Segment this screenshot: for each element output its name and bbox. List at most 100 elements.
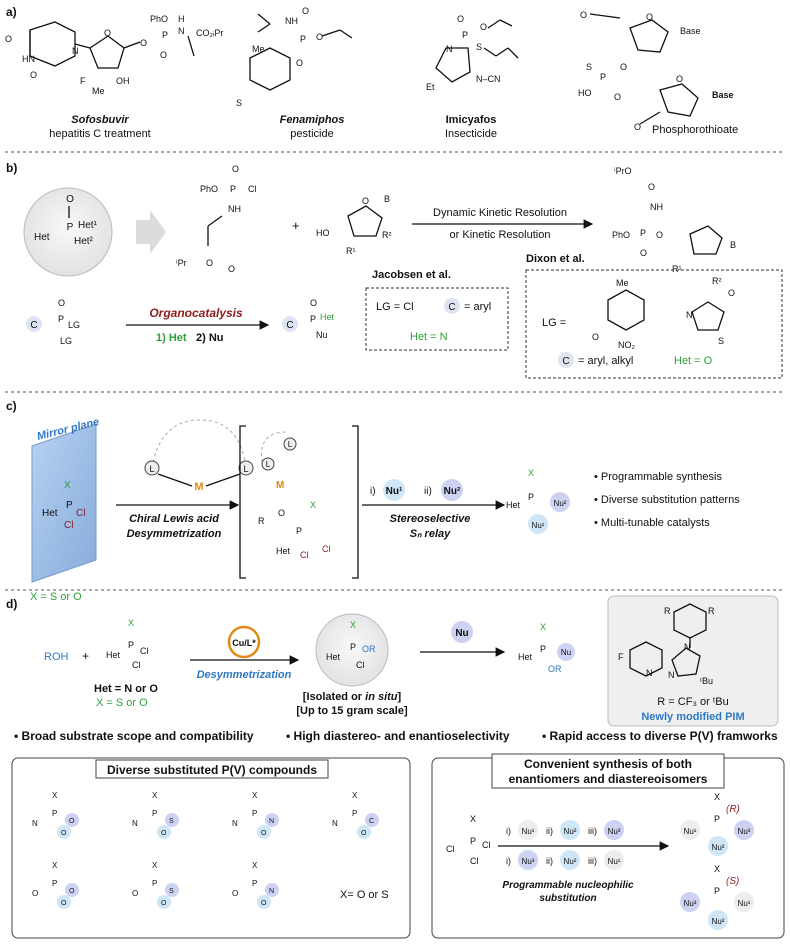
- pcl3-start: X P Cl Cl Cl: [446, 814, 491, 866]
- nu2-label: Nu²: [444, 486, 461, 497]
- svg-text:O: O: [104, 28, 111, 38]
- svg-text:O: O: [296, 58, 303, 68]
- final-product-d: X P Het Nu OR: [518, 622, 575, 674]
- r2-step3: iii): [588, 856, 597, 866]
- svg-text:Cl: Cl: [132, 660, 141, 670]
- het-eq-d: Het = N or O: [94, 683, 158, 695]
- svg-text:Cl: Cl: [322, 544, 331, 554]
- svg-text:O: O: [480, 22, 487, 32]
- svg-text:O: O: [58, 298, 65, 308]
- svg-text:P: P: [67, 222, 74, 233]
- svg-text:N: N: [32, 819, 38, 828]
- svg-text:(S): (S): [726, 876, 739, 887]
- svg-text:X: X: [714, 792, 720, 802]
- svg-text:LG: LG: [68, 320, 80, 330]
- svg-text:P: P: [600, 72, 606, 82]
- mono-substituted-intermediate: X P Het OR Cl: [315, 613, 389, 687]
- svg-text:Het: Het: [42, 508, 58, 519]
- svg-text:(R): (R): [726, 804, 740, 815]
- svg-text:O: O: [5, 34, 12, 44]
- r2-step1: i): [506, 856, 511, 866]
- svg-text:Het: Het: [326, 652, 341, 662]
- svg-text:ⁱPrO: ⁱPrO: [614, 166, 632, 176]
- bullet-c-3: • Multi-tunable catalysts: [594, 517, 710, 529]
- svg-text:O: O: [640, 248, 647, 258]
- svg-text:X: X: [352, 791, 358, 800]
- svg-text:S: S: [169, 818, 174, 825]
- svg-text:Et: Et: [426, 82, 435, 92]
- r1-step2: ii): [546, 826, 553, 836]
- svg-text:P: P: [300, 34, 306, 44]
- svg-text:Cl: Cl: [248, 184, 257, 194]
- svg-text:X: X: [52, 861, 58, 870]
- svg-text:X: X: [152, 791, 158, 800]
- svg-text:O: O: [261, 830, 267, 837]
- svg-text:R = CF₃ or ᵗBu: R = CF₃ or ᵗBu: [657, 696, 728, 708]
- r2-step2: ii): [546, 856, 553, 866]
- svg-text:O: O: [161, 830, 167, 837]
- svg-text:P: P: [252, 809, 257, 818]
- dixon-aryl-lg: Me O NO₂: [592, 278, 645, 350]
- organo-title: Organocatalysis: [149, 306, 243, 320]
- svg-text:N: N: [269, 888, 274, 895]
- svg-text:OR: OR: [548, 664, 562, 674]
- svg-text:P: P: [462, 30, 468, 40]
- svg-text:HN: HN: [22, 54, 35, 64]
- svg-text:R: R: [258, 516, 265, 526]
- reagent-1: O PhO P Cl NH ⁱPr O O: [176, 164, 257, 274]
- svg-text:Cl: Cl: [470, 856, 479, 866]
- svg-text:P: P: [528, 492, 534, 502]
- svg-text:P: P: [540, 644, 546, 654]
- svg-text:O: O: [302, 6, 309, 16]
- svg-text:O: O: [69, 888, 75, 895]
- svg-text:P: P: [152, 879, 157, 888]
- x-o-or-s: X= O or S: [340, 889, 389, 901]
- svg-text:P: P: [230, 184, 236, 194]
- transition-state: L L M X R O P Het Cl Cl: [239, 425, 359, 579]
- svg-text:Cl: Cl: [300, 550, 309, 560]
- desym-d: Desymmetrization: [197, 669, 292, 681]
- phosphorothioate-structure: O Base O O P S HO O O Base O: [578, 10, 734, 132]
- plus-sign: +: [292, 218, 300, 233]
- r2-nu1-circle: [604, 850, 624, 870]
- bullet-c-1: • Programmable synthesis: [594, 471, 722, 483]
- svg-text:Cl: Cl: [140, 646, 149, 656]
- dixon-c: C: [562, 356, 569, 367]
- r2-nu2: Nu²: [564, 857, 577, 866]
- r1-step3: iii): [588, 826, 597, 836]
- svg-text:O: O: [728, 288, 735, 298]
- svg-text:S: S: [718, 336, 724, 346]
- svg-text:O: O: [580, 10, 587, 20]
- isolated-note: [Isolated or in situ]: [303, 691, 402, 703]
- organo-substrate: C O P LG LG: [26, 298, 80, 346]
- nu-step1: i): [370, 486, 376, 497]
- section-c-label: c): [6, 399, 17, 413]
- svg-text:P: P: [162, 30, 168, 40]
- dixon-lg: LG =: [542, 317, 566, 329]
- plus-d: +: [82, 649, 89, 663]
- s-enantiomer: X P (S) Nu³ Nu¹ Nu²: [680, 864, 754, 930]
- svg-text:C: C: [30, 320, 37, 331]
- svg-text:O: O: [457, 14, 464, 24]
- svg-text:P: P: [714, 814, 720, 824]
- svg-text:Newly modified PIM: Newly modified PIM: [641, 711, 744, 723]
- svg-text:S: S: [169, 888, 174, 895]
- svg-text:O: O: [206, 258, 213, 268]
- r2-nu3-circle: [518, 850, 538, 870]
- svg-text:N: N: [72, 46, 79, 56]
- svg-text:X: X: [470, 814, 476, 824]
- nu1-circle: [383, 479, 405, 501]
- svg-text:F: F: [618, 652, 624, 662]
- svg-text:O: O: [140, 38, 147, 48]
- svg-text:Nu³: Nu³: [684, 899, 697, 908]
- svg-text:N: N: [684, 642, 691, 652]
- r2-nu2-circle: [560, 850, 580, 870]
- r1-step1: i): [506, 826, 511, 836]
- svg-text:PhO: PhO: [612, 230, 630, 240]
- svg-text:Base: Base: [712, 90, 734, 100]
- chiral-catalyst: L L M: [144, 419, 254, 493]
- svg-text:O: O: [646, 12, 653, 22]
- svg-text:HO: HO: [316, 228, 330, 238]
- svg-text:Nu¹: Nu¹: [532, 521, 545, 530]
- svg-text:O: O: [61, 900, 67, 907]
